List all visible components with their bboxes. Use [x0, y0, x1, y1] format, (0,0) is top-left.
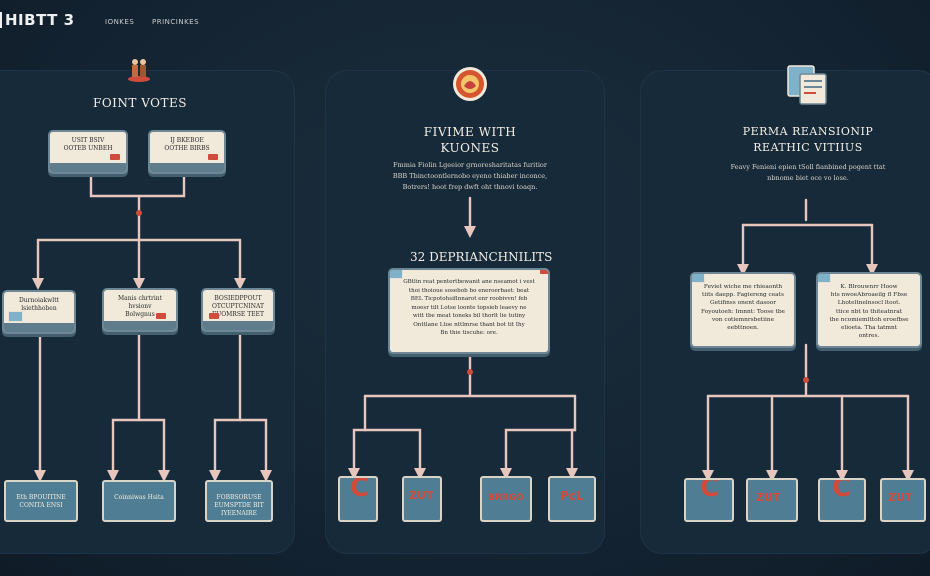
- bottom-card-middle-1: C: [338, 476, 378, 522]
- card-text: GBtlin reat pentertbewanit ane nseamot i…: [403, 279, 535, 336]
- card-footer: [203, 321, 273, 330]
- connector: [500, 394, 577, 480]
- documents-icon: [784, 64, 830, 106]
- card-text: K. Blrouwnrr Hoow hts nwoeAbroaeilg fl F…: [829, 284, 909, 340]
- nav-link-ionkes[interactable]: IONKES: [105, 18, 135, 26]
- chip-icon: [818, 274, 831, 283]
- bottom-card-middle-2: ZUT: [402, 476, 442, 522]
- main-card-middle: GBtlin reat pentertbewanit ane nseamot i…: [390, 270, 548, 352]
- section-title-middle: 32 DEPRIANCHNILITS: [410, 250, 553, 264]
- bottom-card-middle-4: PcL: [548, 476, 596, 522]
- junction-dot: [136, 210, 142, 216]
- card-text: Durnoiakwltt lsiethhoben: [18, 297, 60, 312]
- bottom-card-left-2: Coinniwas Hsita: [102, 480, 176, 522]
- bottom-card-middle-3: BRRGO: [480, 476, 532, 522]
- card-right-2: K. Blrouwnrr Hoow hts nwoeAbroaeilg fl F…: [818, 274, 920, 346]
- bottom-card-left-1: Eth BPOUITINE CONITA ENSI: [4, 480, 78, 522]
- bottom-card-left-3: FOBBSORUSE EUMSPTDE BIT IYEENAIRE: [205, 480, 273, 522]
- connector: [238, 418, 272, 482]
- badge-icon: [452, 66, 488, 102]
- nav-link-princinkes[interactable]: PRINCINKES: [152, 18, 200, 26]
- top-card-left-2: IJ BKEBOE OOTHE BIRBS: [150, 132, 224, 172]
- card-footer: [4, 323, 74, 332]
- card-glyph: ZUT: [888, 491, 913, 504]
- status-tag: [540, 270, 548, 274]
- column-subtitle-middle: Fmmia Fiolin Lgeeior grnoresharitatas fu…: [392, 161, 548, 191]
- card-text: Feviet wiche me rhieaonth tiits daepp. F…: [701, 284, 785, 332]
- connector: [107, 332, 141, 482]
- bottom-card-right-2: ZUT: [746, 478, 798, 522]
- status-tag: [208, 154, 218, 160]
- card-text: FOBBSORUSE EUMSPTDE BIT IYEENAIRE: [214, 494, 264, 517]
- column-title-right: PERMA REANSIONIP REATHIC VITIIUS: [742, 125, 874, 154]
- card-footer: [150, 163, 224, 172]
- card-text: Manis chrtrint hvsionv Bolwgnus: [117, 295, 163, 318]
- card-glyph: ZUT: [409, 489, 434, 502]
- column-title-middle: FIVIME WITH KUONES: [423, 125, 517, 155]
- card-text: IJ BKEBOE OOTHE BIRBS: [164, 137, 210, 152]
- status-tag: [110, 154, 120, 160]
- mid-card-left-3: BOSIEDPPOUT OTCUPTCNINAT FUOMRSE TEET: [203, 290, 273, 330]
- card-glyph: C: [832, 478, 852, 503]
- card-text: USIT BSIV OOTEB UNBEH: [63, 137, 113, 152]
- bottom-card-right-1: C: [684, 478, 734, 522]
- bottom-card-right-4: ZUT: [880, 478, 926, 522]
- connector: [89, 170, 186, 198]
- column-title-left: FOINT VOTES: [93, 96, 187, 110]
- figures-icon: [127, 56, 151, 82]
- card-text: BOSIEDPPOUT OTCUPTCNINAT FUOMRSE TEET: [211, 295, 265, 318]
- connector: [209, 332, 242, 482]
- card-glyph: C: [700, 478, 720, 503]
- junction-dot: [467, 369, 473, 375]
- app-brand[interactable]: HIBTT 3: [0, 12, 75, 28]
- connector: [363, 428, 426, 480]
- card-glyph: PcL: [560, 489, 584, 503]
- card-text: Coinniwas Hsita: [114, 494, 164, 501]
- status-tag: [156, 313, 166, 319]
- bottom-card-right-3: C: [818, 478, 866, 522]
- chip-icon: [692, 274, 705, 283]
- card-footer: [50, 163, 126, 172]
- top-card-left-1: USIT BSIV OOTEB UNBEH: [50, 132, 126, 172]
- card-text: Eth BPOUITINE CONITA ENSI: [16, 494, 66, 509]
- card-glyph: BRRGO: [488, 493, 524, 503]
- chip-icon: [8, 311, 23, 322]
- column-subtitle-right: Feavy Fenieni epien tSoll fianbined poge…: [730, 163, 886, 182]
- card-glyph: C: [350, 476, 370, 503]
- card-footer: [104, 321, 176, 330]
- junction-dot: [803, 377, 809, 383]
- mid-card-left-1: Durnoiakwltt lsiethhoben: [4, 292, 74, 332]
- card-right-1: Feviet wiche me rhieaonth tiits daepp. F…: [692, 274, 794, 346]
- connector: [137, 418, 170, 482]
- connector: [566, 428, 578, 480]
- card-glyph: ZUT: [756, 491, 781, 504]
- chip-icon: [390, 270, 403, 279]
- status-tag: [209, 313, 219, 319]
- connector: [348, 394, 367, 480]
- mid-card-left-2: Manis chrtrint hvsionv Bolwgnus: [104, 290, 176, 330]
